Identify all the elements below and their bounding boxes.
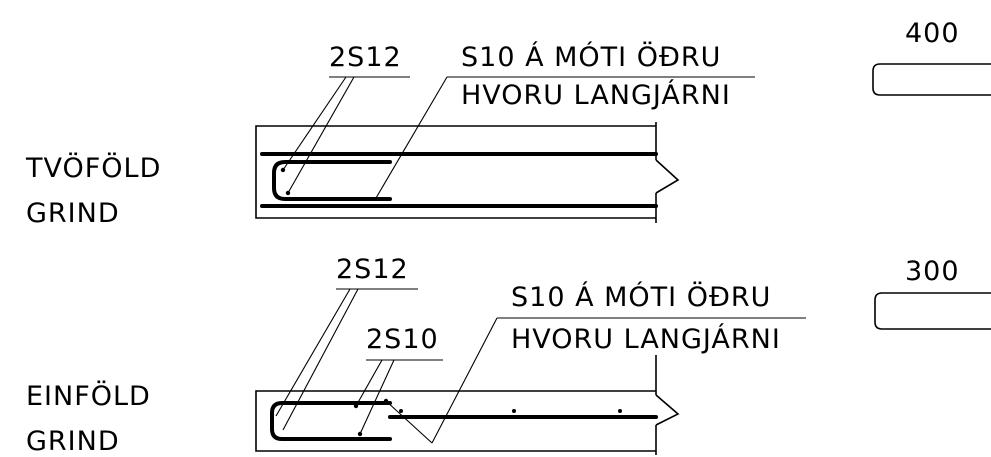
lower-bar-label-top: 2S12 (336, 254, 409, 285)
lower-detail: EINFÖLD GRIND 2S12 2S10 S10 Á MÓTI ÖÐRU … (26, 254, 991, 457)
upper-stirrup-label-line1: S10 Á MÓTI ÖÐRU (461, 41, 721, 73)
upper-bar-dot-1 (280, 167, 286, 173)
lower-bar-leader-2 (282, 288, 359, 431)
lower-shape-sketch (874, 292, 991, 330)
upper-bar-leader-1 (282, 76, 347, 171)
lower-mid-leader-1 (355, 359, 383, 407)
lower-bar-dot-4 (399, 409, 403, 413)
upper-title-line1: TVÖFÖLD (25, 152, 161, 184)
lower-dimension: 300 (905, 256, 960, 287)
upper-dimension: 400 (905, 18, 960, 49)
lower-stirrup-label-line1: S10 Á MÓTI ÖÐRU (511, 281, 771, 313)
lower-bar-dot-2 (357, 431, 363, 437)
lower-bar-label-mid: 2S10 (366, 324, 439, 355)
upper-shape-sketch (872, 63, 991, 96)
lower-stirrup-leader (431, 317, 498, 444)
lower-section-outline (255, 390, 656, 452)
lower-title-line2: GRIND (26, 426, 120, 457)
lower-stirrup-leader-branch (385, 400, 433, 444)
lower-title-line1: EINFÖLD (26, 380, 151, 412)
upper-bar-dot-2 (285, 190, 291, 196)
lower-stirrup-label-line2: HVORU LANGJÁRNI (511, 323, 781, 355)
upper-section-outline (255, 125, 656, 219)
upper-detail: TVÖFÖLD GRIND 2S12 S10 Á MÓTI ÖÐRU HVORU… (25, 18, 991, 229)
upper-stirrup-label-line2: HVORU LANGJÁRNI (461, 79, 731, 111)
lower-bar-dot-6 (618, 409, 622, 413)
lower-stirrup (270, 401, 392, 441)
lower-bar-dot-1 (353, 403, 359, 409)
upper-title-line2: GRIND (26, 198, 120, 229)
upper-break-symbol (655, 159, 680, 194)
lower-mid-leader-2 (359, 359, 395, 435)
upper-bar-label: 2S12 (329, 42, 402, 73)
lower-bar-dot-5 (512, 409, 516, 413)
lower-bar-leader-1 (275, 288, 351, 417)
upper-stirrup-leader (375, 76, 448, 199)
lower-break-symbol (655, 394, 680, 426)
upper-bar-leader-2 (287, 76, 355, 194)
lower-bar-dot-3 (383, 398, 389, 404)
upper-stirrup (272, 160, 392, 201)
